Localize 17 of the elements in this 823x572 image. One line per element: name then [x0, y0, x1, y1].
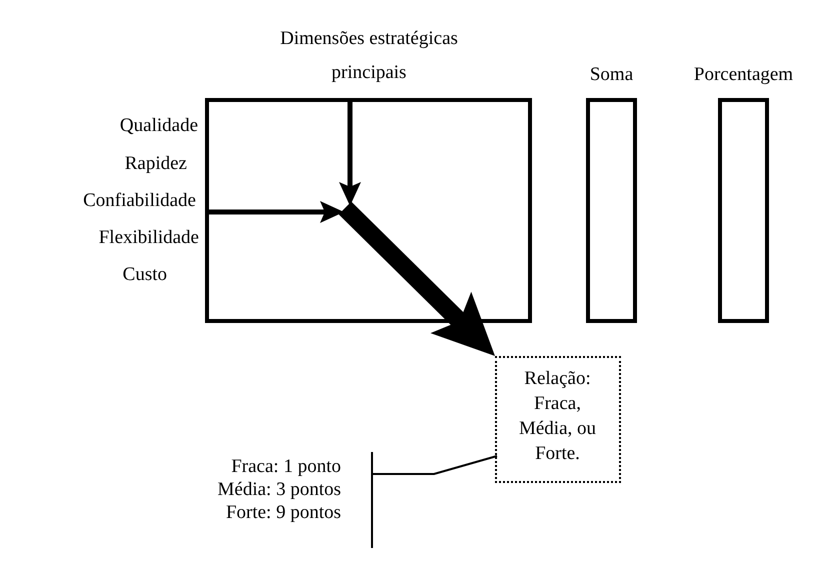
column-heading: Dimensões estratégicas principais — [279, 27, 459, 85]
points-text: Fraca: 1 ponto — [231, 456, 341, 479]
points-text: Forte: 9 pontos — [226, 502, 341, 525]
relation-text: Relação: Fraca, Média, ou Forte. — [518, 367, 598, 466]
dimension-label: Flexibilidade — [98, 227, 199, 250]
dimension-label: Custo — [122, 264, 167, 287]
dimension-label: Confiabilidade — [83, 190, 196, 213]
relation-box — [495, 356, 621, 483]
leader-line — [373, 455, 498, 475]
dimension-label: Rapidez — [124, 153, 187, 176]
arrow — [338, 202, 495, 356]
arrow — [207, 201, 344, 223]
arrow — [339, 100, 361, 206]
column-heading: Soma — [588, 64, 634, 87]
dimension-label: Qualidade — [120, 115, 198, 138]
column-heading: Porcentagem — [692, 64, 794, 87]
points-text: Média: 3 pontos — [218, 479, 341, 502]
